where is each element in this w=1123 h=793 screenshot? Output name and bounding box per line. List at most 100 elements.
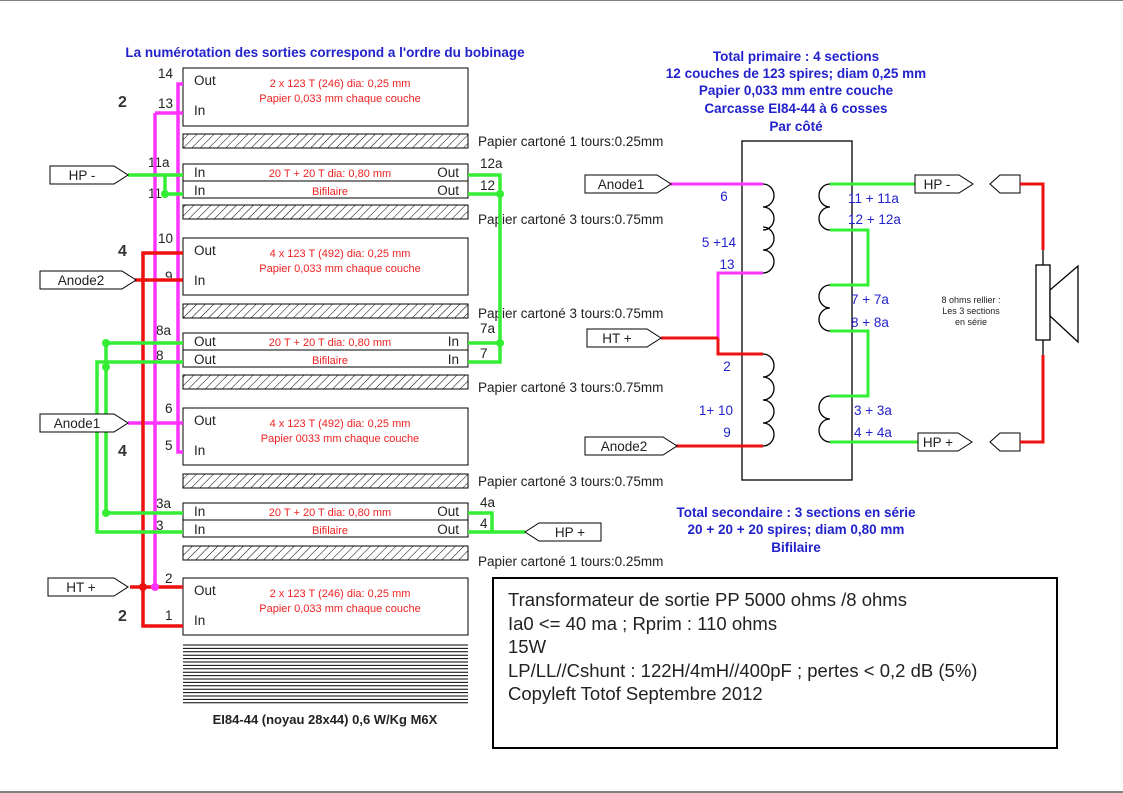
winding-io-label: Out	[194, 583, 216, 598]
schematic-ht-plus-label: HT +	[602, 331, 632, 346]
paper-label: Papier cartoné 1 tours:0.25mm	[478, 134, 663, 149]
primary-winding	[182, 577, 469, 636]
pin-label: 7a	[480, 321, 496, 336]
speaker-note: Les 3 sections	[942, 306, 1000, 316]
paper-label: Papier cartoné 3 tours:0.75mm	[478, 306, 663, 321]
speaker-magnet	[1035, 264, 1051, 341]
winding-io-label: Out	[194, 352, 216, 367]
coil-winding	[818, 183, 831, 231]
junction-dot	[139, 583, 147, 591]
info-line: Copyleft Totof Septembre 2012	[508, 683, 763, 704]
winding-io-label: Out	[437, 183, 459, 198]
paper-layer	[182, 374, 469, 390]
ht-plus-connector	[47, 577, 129, 597]
hp-minus-connector	[49, 165, 129, 185]
core-laminations	[183, 644, 468, 704]
winding-io-label: In	[194, 103, 205, 118]
winding-desc: Bifilaire	[312, 186, 348, 198]
secondary-tap-label: 12 + 12a	[848, 212, 901, 227]
bobbin-frame	[741, 140, 853, 481]
winding-desc: Bifilaire	[312, 525, 348, 537]
anode1-connector	[39, 413, 129, 433]
junction-dot	[102, 339, 110, 347]
pin-label: 4	[480, 516, 488, 531]
schematic-hp-plus	[917, 432, 973, 452]
pin-label: 1	[165, 608, 173, 623]
pin-label: 2	[165, 571, 173, 586]
winding-io-label: In	[194, 443, 205, 458]
junction-dot	[161, 190, 169, 198]
pin-label: 4a	[480, 495, 496, 510]
pin-label: 3a	[156, 496, 172, 511]
header-note: La numérotation des sorties correspond a…	[125, 45, 525, 60]
pin-label: 7	[480, 346, 488, 361]
primary-tap-label: 5 +14	[702, 235, 737, 250]
anode1-connector-label: Anode1	[54, 416, 101, 431]
wire-secondary	[95, 360, 183, 534]
winding-io-label: Out	[194, 73, 216, 88]
winding-io-label: Out	[194, 243, 216, 258]
primary-tap-label: 9	[723, 425, 731, 440]
winding-desc: 20 T + 20 T dia: 0,80 mm	[269, 168, 391, 180]
hp-plus-connector-label: HP +	[555, 525, 585, 540]
primary-tap-label: 6	[720, 189, 728, 204]
wire-secondary	[468, 343, 502, 364]
pin-label: 10	[158, 231, 173, 246]
info-text: Transformateur de sortie PP 5000 ohms /8…	[508, 589, 977, 704]
winding-io-label: Out	[194, 413, 216, 428]
secondary-tap-label: 7 + 7a	[851, 292, 889, 307]
winding-io-label: In	[194, 522, 205, 537]
wire-speaker	[1020, 355, 1045, 444]
winding-desc: 4 x 123 T (492) dia: 0,25 mm	[270, 248, 411, 260]
pin-label: 3	[156, 518, 164, 533]
winding-desc: 4 x 123 T (492) dia: 0,25 mm	[270, 418, 411, 430]
primary-tap-label: 1+ 10	[699, 403, 733, 418]
winding-desc: 20 T + 20 T dia: 0,80 mm	[269, 337, 391, 349]
winding-io-label: In	[194, 165, 205, 180]
wire-secondary	[468, 173, 502, 196]
info-line: Transformateur de sortie PP 5000 ohms /8…	[508, 589, 907, 610]
wire-primary	[176, 82, 183, 454]
pin-label: 8a	[156, 323, 172, 338]
paper-layer	[182, 204, 469, 220]
hp-plus-connector	[524, 522, 602, 542]
wiring	[95, 82, 525, 628]
section-count-label: 4	[118, 443, 127, 460]
coil-winding	[762, 399, 775, 447]
secondary-tap-label: 8 + 8a	[851, 315, 889, 330]
primary-winding	[182, 407, 469, 466]
pin-label: 13	[158, 96, 173, 111]
anode2-connector	[39, 270, 137, 290]
info-line: LP/LL//Cshunt : 122H/4mH//400pF ; pertes…	[508, 660, 977, 681]
junction-dot	[151, 583, 159, 591]
info-box	[492, 577, 1058, 749]
schematic-anode2	[584, 436, 678, 456]
paper-label: Papier cartoné 3 tours:0.75mm	[478, 212, 663, 227]
paper-layer	[182, 545, 469, 561]
primary-summary-line: 12 couches de 123 spires; diam 0,25 mm	[666, 66, 926, 81]
hp-minus-connector-label: HP -	[69, 168, 96, 183]
wire-secondary	[468, 511, 494, 534]
pin-label: 6	[165, 401, 173, 416]
primary-summary: Total primaire : 4 sections 12 couches d…	[666, 49, 926, 134]
primary-winding	[182, 237, 469, 296]
coil-winding	[762, 183, 775, 231]
primary-summary-line: Par côté	[769, 119, 823, 134]
pin-label: 11a	[148, 155, 170, 170]
paper-layer	[182, 473, 469, 489]
junction-dot	[496, 339, 504, 347]
paper-label: Papier cartoné 3 tours:0.75mm	[478, 380, 663, 395]
coil-winding	[818, 284, 831, 332]
junction-dot	[496, 190, 504, 198]
secondary-summary: Total secondaire : 3 sections en série 2…	[676, 505, 916, 555]
paper-layer	[182, 303, 469, 319]
winding-io-label: In	[194, 273, 205, 288]
pin-label: 12a	[480, 156, 503, 171]
junction-dot	[102, 363, 110, 371]
primary-summary-line: Papier 0,033 mm entre couche	[699, 83, 894, 98]
pin-label: 14	[158, 66, 174, 81]
speaker-terminal	[989, 432, 1021, 452]
winding-io-label: In	[194, 504, 205, 519]
paper-label: Papier cartoné 1 tours:0.25mm	[478, 554, 663, 569]
